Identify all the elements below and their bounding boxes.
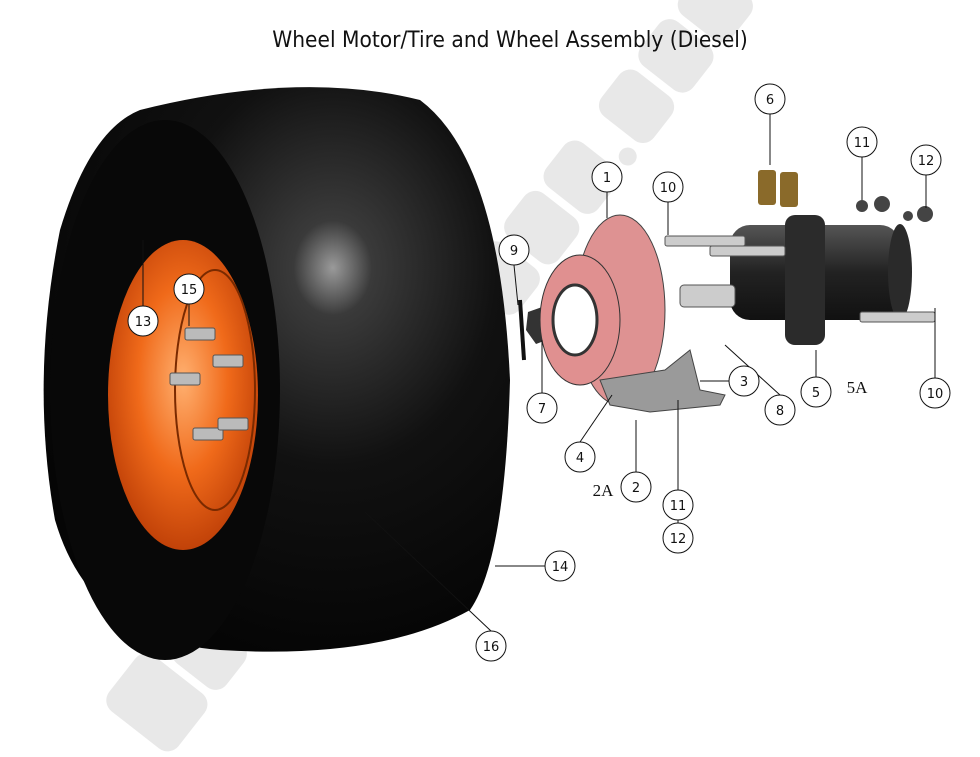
sub-label-5A: 5A: [847, 378, 869, 397]
diagram-title: Wheel Motor/Tire and Wheel Assembly (Die…: [272, 28, 748, 53]
sub-label-2A: 2A: [593, 481, 615, 500]
callout-11: 11: [846, 126, 878, 158]
bolts: [664, 235, 936, 323]
callout-label: 3: [740, 375, 748, 390]
callout-8: 8: [764, 394, 796, 426]
callout-circle: [764, 394, 796, 426]
callout-15: 15: [173, 273, 205, 305]
callout-label: 12: [918, 154, 935, 169]
callout-label: 16: [483, 640, 500, 655]
callout-16: 16: [475, 630, 507, 662]
callout-circle: [127, 305, 159, 337]
callout-label: 9: [510, 244, 518, 259]
cotter-pin: [518, 299, 526, 361]
callout-label: 15: [181, 283, 198, 298]
callout-label: 4: [576, 451, 584, 466]
leader-line: [364, 511, 492, 632]
callout-10: 10: [919, 377, 951, 409]
wheel-motor: [679, 215, 912, 345]
callout-label: 10: [927, 387, 944, 402]
callout-label: 7: [538, 402, 546, 417]
callout-label: 1: [603, 171, 611, 186]
callout-13: 13: [127, 305, 159, 337]
callout-circle: [910, 144, 942, 176]
callout-circle: [800, 376, 832, 408]
callout-circle: [662, 489, 694, 521]
callout-circle: [919, 377, 951, 409]
callout-14: 14: [544, 550, 576, 582]
callout-1: 1: [591, 161, 623, 193]
callout-label: 11: [670, 499, 687, 514]
callout-circle: [526, 392, 558, 424]
callout-11: 11: [662, 489, 694, 521]
callout-12: 12: [910, 144, 942, 176]
callout-circle: [564, 441, 596, 473]
callout-2: 2: [620, 471, 652, 503]
callout-circle: [498, 234, 530, 266]
callout-circle: [662, 522, 694, 554]
callout-circle: [475, 630, 507, 662]
leader-line: [513, 264, 519, 306]
hub: [539, 214, 666, 406]
callout-label: 14: [552, 560, 569, 575]
fittings: [758, 170, 798, 207]
callout-6: 6: [754, 83, 786, 115]
callout-label: 13: [135, 315, 152, 330]
callout-circle: [754, 83, 786, 115]
nuts: [856, 196, 933, 222]
callout-12: 12: [662, 522, 694, 554]
leader-line: [579, 394, 613, 443]
mount-bracket: [599, 349, 726, 413]
callout-label: 12: [670, 532, 687, 547]
callout-3: 3: [728, 365, 760, 397]
lug-bolts: [169, 327, 249, 441]
callout-10: 10: [652, 171, 684, 203]
callout-circle: [591, 161, 623, 193]
callout-circle: [544, 550, 576, 582]
callout-9: 9: [498, 234, 530, 266]
callout-label: 10: [660, 181, 677, 196]
callout-5: 5: [800, 376, 832, 408]
callout-label: 2: [632, 481, 640, 496]
callout-label: 6: [766, 93, 774, 108]
callout-label: 5: [812, 386, 820, 401]
callout-label: 11: [854, 136, 871, 151]
callout-4: 4: [564, 441, 596, 473]
callout-7: 7: [526, 392, 558, 424]
callout-label: 8: [776, 404, 784, 419]
callout-circle: [846, 126, 878, 158]
callout-circle: [620, 471, 652, 503]
callout-circle: [652, 171, 684, 203]
callout-circle: [173, 273, 205, 305]
callout-circle: [728, 365, 760, 397]
